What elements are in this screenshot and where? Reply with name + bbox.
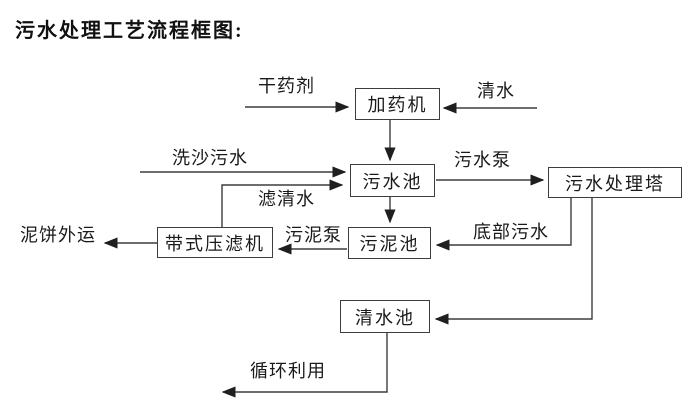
- arrow-tower-to-clear-pool: [434, 198, 593, 325]
- diagram-title: 污水处理工艺流程框图:: [15, 20, 244, 42]
- node-sludge-pool: 污泥池: [348, 227, 431, 259]
- edge-label-recycle: 循环利用: [250, 361, 326, 381]
- node-dosing-machine: 加药机: [355, 88, 440, 120]
- edge-label-clear-water: 清水: [477, 81, 515, 101]
- edge-label-sewage-pump: 污水泵: [454, 150, 511, 170]
- node-clear-water-pool: 清水池: [340, 300, 430, 333]
- node-sewage-treatment-tower: 污水处理塔: [548, 167, 682, 198]
- edge-label-dry-chemical: 干药剂: [258, 76, 315, 96]
- edge-label-filtered-water: 滤清水: [258, 189, 315, 209]
- node-belt-filter-press: 带式压滤机: [157, 227, 273, 258]
- node-sewage-pool: 污水池: [350, 164, 435, 197]
- edge-label-mud-cake-out: 泥饼外运: [20, 225, 96, 245]
- edge-label-sand-washing-sewage: 洗沙污水: [172, 148, 248, 168]
- edge-label-bottom-sewage: 底部污水: [473, 222, 549, 242]
- edge-label-sludge-pump: 污泥泵: [285, 225, 342, 245]
